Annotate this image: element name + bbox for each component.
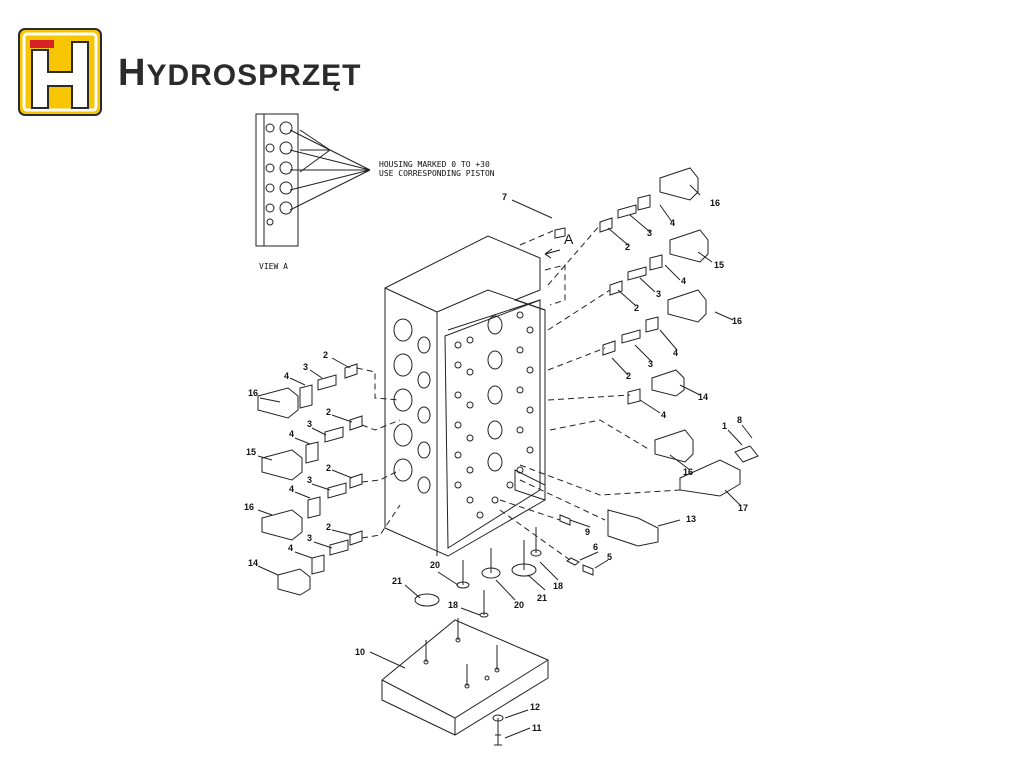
callout-20-b: 20 xyxy=(514,600,524,610)
callout-14-a: 14 xyxy=(698,392,708,402)
callout-4-b: 4 xyxy=(681,276,686,286)
callout-left-3-d: 3 xyxy=(307,533,312,543)
view-a-label: VIEW A xyxy=(259,262,288,271)
valve-housing xyxy=(384,235,546,557)
callout-left-4-d: 4 xyxy=(288,543,293,553)
callout-7: 7 xyxy=(502,192,507,202)
brand-name: HYDROSPRZĘT xyxy=(118,52,361,95)
callout-8: 8 xyxy=(737,415,742,425)
callout-left-4-b: 4 xyxy=(289,429,294,439)
callout-4-d: 4 xyxy=(661,410,666,420)
callout-2-c: 2 xyxy=(626,371,631,381)
callout-15-a: 15 xyxy=(714,260,724,270)
callout-left-3-a: 3 xyxy=(303,362,308,372)
view-arrow-icon xyxy=(544,248,561,259)
callout-left-3-b: 3 xyxy=(307,419,312,429)
callout-left-2-c: 2 xyxy=(326,463,331,473)
callout-left-16-b: 16 xyxy=(244,502,254,512)
callout-17: 17 xyxy=(738,503,748,513)
callout-16-a: 16 xyxy=(710,198,720,208)
callout-1: 1 xyxy=(722,421,727,431)
callout-21-b: 21 xyxy=(537,593,547,603)
note-line-1: HOUSING MARKED 0 TO +30 xyxy=(379,160,490,169)
callout-16-c: 16 xyxy=(683,467,693,477)
callout-4-a: 4 xyxy=(670,218,675,228)
callout-18-b: 18 xyxy=(448,600,458,610)
callout-left-15: 15 xyxy=(246,447,256,457)
callout-3-a: 3 xyxy=(647,228,652,238)
callout-left-4-c: 4 xyxy=(289,484,294,494)
callout-2-b: 2 xyxy=(634,303,639,313)
brand-rest: YDROSPRZĘT xyxy=(146,59,362,92)
callout-4-c: 4 xyxy=(673,348,678,358)
note-line-2: USE CORRESPONDING PISTON xyxy=(379,169,495,178)
callout-left-2-b: 2 xyxy=(326,407,331,417)
housing-note: HOUSING MARKED 0 TO +30 USE CORRESPONDIN… xyxy=(379,160,495,178)
callout-numbers: 7 16 4 3 2 15 4 3 2 16 4 3 2 14 4 1 8 16… xyxy=(244,192,748,733)
callout-3-c: 3 xyxy=(648,359,653,369)
callout-16-b: 16 xyxy=(732,316,742,326)
callout-20-a: 20 xyxy=(430,560,440,570)
right-spool-assemblies xyxy=(499,167,759,561)
callout-left-16-a: 16 xyxy=(248,388,258,398)
callout-9: 9 xyxy=(585,527,590,537)
bottom-plate xyxy=(381,618,549,746)
callout-11: 11 xyxy=(532,723,542,733)
callout-5: 5 xyxy=(607,552,612,562)
callout-left-2-a: 2 xyxy=(323,350,328,360)
callout-2-a: 2 xyxy=(625,242,630,252)
callout-3-b: 3 xyxy=(656,289,661,299)
hydrosprzet-logo xyxy=(18,28,102,116)
callout-left-3-c: 3 xyxy=(307,475,312,485)
view-arrow-label: A xyxy=(564,231,574,247)
left-spool-assemblies xyxy=(257,363,401,596)
callout-left-2-d: 2 xyxy=(326,522,331,532)
view-a-inset xyxy=(255,113,371,247)
callout-10: 10 xyxy=(355,647,365,657)
callout-left-4-a: 4 xyxy=(284,371,289,381)
callout-18-a: 18 xyxy=(553,581,563,591)
callout-leaders xyxy=(257,184,753,739)
callout-left-14: 14 xyxy=(248,558,258,568)
callout-6: 6 xyxy=(593,542,598,552)
callout-21-a: 21 xyxy=(392,576,402,586)
callout-12: 12 xyxy=(530,702,540,712)
seal-set xyxy=(414,514,594,618)
callout-13: 13 xyxy=(686,514,696,524)
brand-initial: H xyxy=(118,52,147,94)
